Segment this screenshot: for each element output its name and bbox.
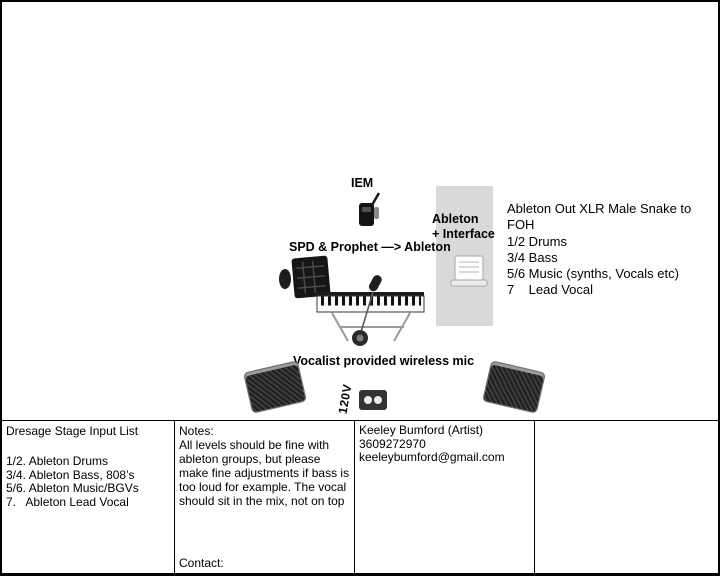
contact-label: Contact: bbox=[179, 556, 224, 570]
power-voltage-label: 120V bbox=[335, 382, 355, 416]
vocal-mic-label: Vocalist provided wireless mic bbox=[293, 354, 475, 368]
contact-cell: Keeley Bumford (Artist) 3609272970 keele… bbox=[355, 421, 535, 573]
vocal-mic-icon bbox=[352, 275, 382, 346]
spd-drum-pad-icon bbox=[279, 255, 331, 299]
ableton-interface-label-line2: + Interface bbox=[432, 227, 495, 241]
snake-line-lead-vocal: 7 Lead Vocal bbox=[507, 282, 594, 297]
laptop-icon bbox=[450, 255, 488, 287]
snake-line-music: 5/6 Music (synths, Vocals etc) bbox=[507, 266, 679, 281]
ableton-interface-label-line1: Ableton bbox=[432, 212, 479, 226]
input-item-drums: 1/2. Ableton Drums bbox=[6, 454, 109, 468]
snake-routing-list: Ableton Out XLR Male Snake to FOH 1/2 Dr… bbox=[507, 201, 718, 298]
input-item-bass: 3/4. Ableton Bass, 808’s bbox=[6, 467, 135, 482]
contact-name: Keeley Bumford (Artist) bbox=[359, 423, 484, 437]
monitor-wedge-left-icon bbox=[242, 360, 308, 414]
input-list-cell: Dresage Stage Input List 1/2. Ableton Dr… bbox=[2, 421, 175, 573]
notes-title: Notes: bbox=[179, 424, 214, 438]
input-list-title: Dresage Stage Input List bbox=[6, 424, 139, 438]
stage-diagram: IEM Ableton + Interface SPD & Prophet —>… bbox=[2, 2, 718, 420]
snake-heading: Ableton Out XLR Male Snake to FOH bbox=[507, 201, 692, 232]
spd-prophet-label: SPD & Prophet —> Ableton bbox=[289, 240, 451, 254]
empty-cell bbox=[535, 421, 718, 573]
iem-beltpack-icon bbox=[359, 192, 381, 226]
contact-phone: 3609272970 bbox=[359, 436, 426, 451]
input-item-music: 5/6. Ableton Music/BGVs bbox=[6, 481, 139, 495]
stage-info-table: Dresage Stage Input List 1/2. Ableton Dr… bbox=[2, 420, 718, 573]
input-item-lead-vocal: 7. Ableton Lead Vocal bbox=[6, 494, 129, 509]
notes-cell: Notes: All levels should be fine with ab… bbox=[175, 421, 355, 573]
snake-line-bass: 3/4 Bass bbox=[507, 250, 558, 265]
power-outlet-icon bbox=[359, 390, 387, 410]
monitor-wedge-right-icon bbox=[481, 360, 547, 414]
notes-body: All levels should be fine with ableton g… bbox=[179, 438, 350, 508]
input-list-items: 1/2. Ableton Drums 3/4. Ableton Bass, 80… bbox=[6, 454, 170, 509]
ableton-interface-label: Ableton + Interface bbox=[432, 212, 495, 242]
snake-line-drums: 1/2 Drums bbox=[507, 234, 567, 249]
contact-email: keeleybumford@gmail.com bbox=[359, 450, 505, 464]
iem-label: IEM bbox=[351, 176, 374, 190]
